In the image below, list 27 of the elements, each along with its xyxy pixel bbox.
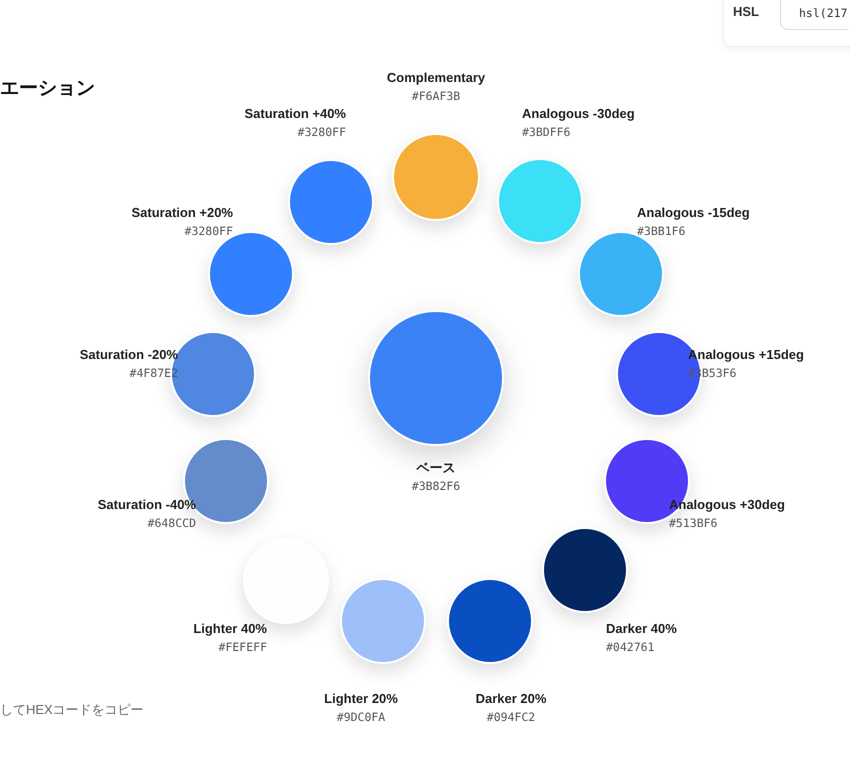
hex-code: #042761 [606, 639, 654, 656]
color-name: Analogous -30deg [522, 105, 635, 123]
color-name: Lighter 20% [324, 690, 398, 708]
hex-code: #3BDFF6 [522, 124, 570, 141]
hex-code: #648CCD [148, 515, 196, 532]
hex-code: #3B82F6 [412, 478, 460, 495]
hint-text: してHEXコードをコピー [0, 701, 144, 719]
hex-code: #FEFEFF [218, 639, 267, 656]
hex-code: #094FC2 [486, 709, 536, 726]
color-name: Saturation +20% [131, 204, 233, 222]
heading: エーション [0, 77, 95, 101]
input-field: hsl(217 [780, 0, 848, 30]
color-name: ベース [416, 459, 456, 477]
field-label: HSL [733, 4, 759, 19]
color-name: Analogous -15deg [637, 204, 750, 222]
hex-code: #F6AF3B [412, 88, 460, 105]
color-name: Complementary [386, 69, 486, 87]
color-name: Lighter 40% [193, 620, 267, 638]
color-name: Saturation -20% [80, 346, 178, 364]
hex-code: #9DC0FA [336, 709, 386, 726]
color-name: Darker 20% [476, 690, 546, 708]
hex-code: #513BF6 [669, 515, 718, 532]
hex-code: #3280FF [298, 124, 346, 141]
hex-code: #3280FF [184, 223, 233, 240]
hex-code: #3BB1F6 [637, 223, 686, 240]
color-name: Darker 40% [606, 620, 677, 638]
color-name: Saturation +40% [244, 105, 346, 123]
